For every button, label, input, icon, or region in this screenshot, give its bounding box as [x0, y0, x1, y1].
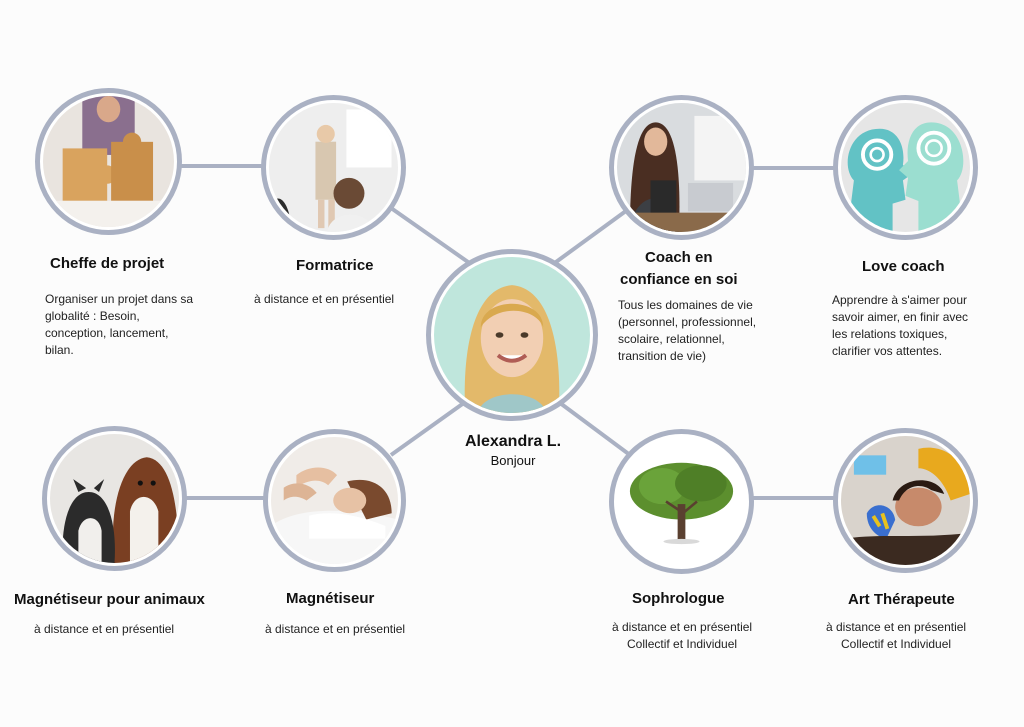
node-title: Coach en — [645, 249, 713, 266]
node-title: Cheffe de projet — [50, 255, 165, 272]
painting-image-icon — [841, 436, 970, 565]
node-title: Formatrice — [296, 257, 374, 274]
node-description: à distance et en présentiel — [254, 292, 395, 306]
node-coach-confiance — [609, 95, 754, 240]
node-title: Sophrologue — [632, 590, 725, 607]
cat-dog-image-icon — [50, 434, 179, 563]
node-title: Love coach — [862, 258, 945, 275]
woman-portrait-icon — [434, 257, 590, 413]
node-formatrice — [261, 95, 406, 240]
tablet-woman-image-icon — [617, 103, 746, 232]
node-title-line2: confiance en soi — [620, 271, 738, 288]
node-title: Magnétiseur pour animaux — [14, 591, 205, 608]
node-art-therapeute — [833, 428, 978, 573]
center-subtitle: Bonjour — [490, 453, 536, 468]
node-magnetiseur-animaux — [42, 426, 187, 571]
puzzle-image-icon — [43, 96, 174, 227]
tree-image-icon — [617, 437, 746, 566]
center-portrait — [426, 249, 598, 421]
node-title: Art Thérapeute — [848, 591, 955, 608]
node-title: Magnétiseur — [286, 590, 375, 607]
presentation-image-icon — [269, 103, 398, 232]
node-sophrologue — [609, 429, 754, 574]
center-name: Alexandra L. — [464, 433, 562, 450]
node-description: Tous les domaines de vie(personnel, prof… — [618, 298, 757, 363]
heads-image-icon — [841, 103, 970, 232]
node-cheffe-de-projet — [35, 88, 182, 235]
healing-hands-image-icon — [271, 437, 398, 564]
node-love-coach — [833, 95, 978, 240]
node-description: à distance et en présentiel — [265, 622, 406, 636]
node-description: à distance et en présentiel — [34, 622, 175, 636]
node-magnetiseur — [263, 429, 406, 572]
